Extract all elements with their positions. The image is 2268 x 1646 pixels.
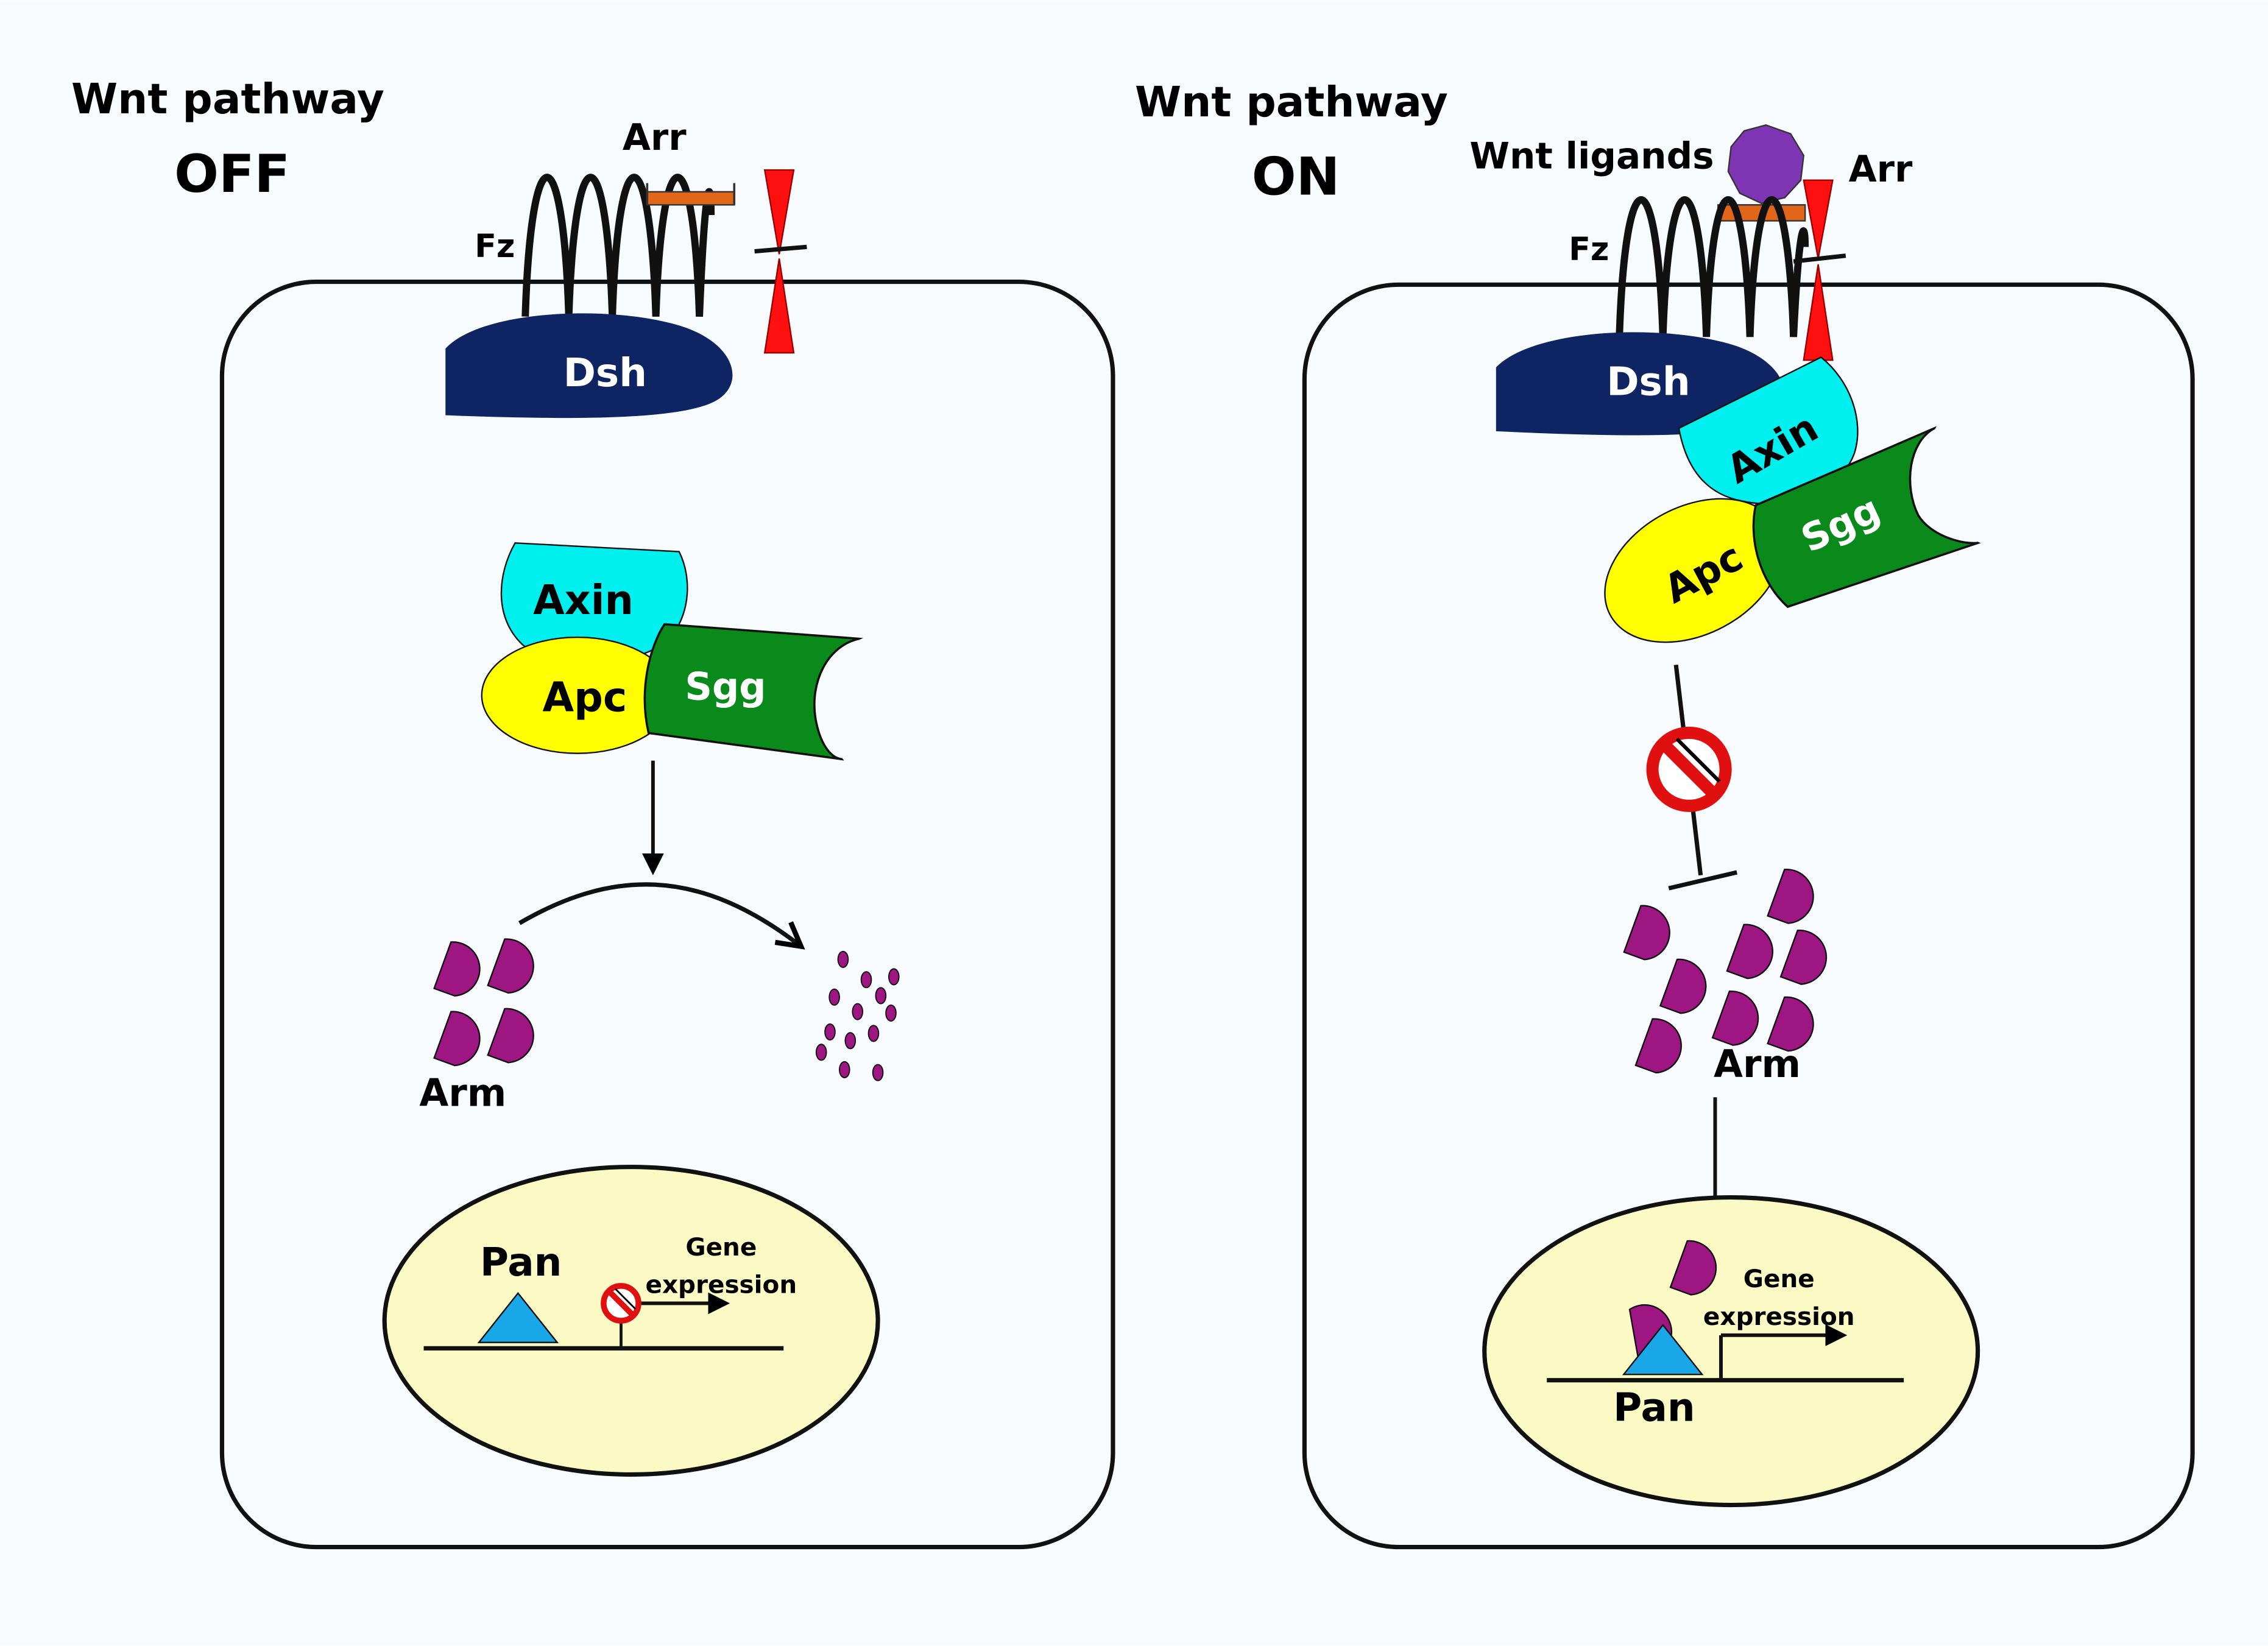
on-arr-label: Arr xyxy=(1849,149,1913,191)
off-arm-2 xyxy=(487,938,534,994)
off-blocked-icon xyxy=(604,1286,638,1321)
off-title-line1: Wnt pathway xyxy=(71,75,384,124)
on-arm-3 xyxy=(1726,924,1773,980)
off-arm-4 xyxy=(487,1008,534,1064)
off-arr xyxy=(646,191,735,206)
on-fz-label: Fz xyxy=(1569,231,1609,268)
on-title-line1: Wnt pathway xyxy=(1135,78,1448,127)
on-wnt-ligand xyxy=(1727,124,1805,205)
off-arr-label: Arr xyxy=(623,117,687,159)
off-arm-3 xyxy=(433,1011,481,1067)
off-title-line2: OFF xyxy=(174,144,290,205)
on-gene-label-1: Gene xyxy=(1743,1264,1815,1293)
off-apc-label: Apc xyxy=(542,674,627,721)
on-dsh xyxy=(1496,332,1785,436)
on-arm-6 xyxy=(1711,991,1759,1046)
off-gene-label-2: expression xyxy=(645,1270,797,1299)
off-channel xyxy=(763,169,795,354)
on-panel: Wnt pathway ON Wnt ligands Arr Fz Dsh Ax… xyxy=(1135,78,2195,1550)
on-gene-label-2: expression xyxy=(1703,1302,1855,1331)
off-pan xyxy=(477,1291,559,1343)
on-dsh-label: Dsh xyxy=(1606,359,1690,404)
on-fz-receptor xyxy=(1616,196,1809,337)
off-dsh-label: Dsh xyxy=(563,350,647,396)
off-arm-group xyxy=(433,938,534,1067)
off-gene-label-1: Gene xyxy=(685,1232,757,1262)
on-arm-4 xyxy=(1779,930,1828,985)
off-sgg-label: Sgg xyxy=(685,665,766,709)
on-arm-7 xyxy=(1767,996,1814,1052)
off-panel: Wnt pathway OFF Fz Arr Dsh Axin Apc Sgg xyxy=(71,75,1115,1550)
on-arm-label: Arm xyxy=(1714,1042,1801,1086)
on-pan-label: Pan xyxy=(1613,1385,1695,1430)
on-pan xyxy=(1622,1324,1704,1376)
off-dsh xyxy=(445,313,733,419)
on-inhibition-bar xyxy=(1668,870,1738,891)
on-title-line2: ON xyxy=(1252,147,1340,208)
on-arm-2 xyxy=(1767,869,1814,924)
off-fz-receptor xyxy=(521,174,715,317)
on-arm-8 xyxy=(1634,1018,1682,1074)
on-arm-nuclear-1 xyxy=(1669,1240,1717,1296)
off-pan-label: Pan xyxy=(480,1240,562,1285)
on-nucleus xyxy=(1482,1195,1980,1508)
on-arm-1 xyxy=(1623,905,1670,961)
on-arm-group xyxy=(1623,869,1828,1074)
on-wnt-label: Wnt ligands xyxy=(1469,136,1714,178)
on-blocked-icon xyxy=(1653,733,1726,806)
off-arm-label: Arm xyxy=(419,1071,506,1115)
on-arm-5 xyxy=(1659,958,1707,1014)
off-fz-label: Fz xyxy=(475,228,515,265)
off-curve-arrow xyxy=(518,882,801,947)
off-arm-1 xyxy=(433,941,481,997)
off-axin-label: Axin xyxy=(533,576,634,624)
off-degraded-arm xyxy=(815,950,900,1081)
